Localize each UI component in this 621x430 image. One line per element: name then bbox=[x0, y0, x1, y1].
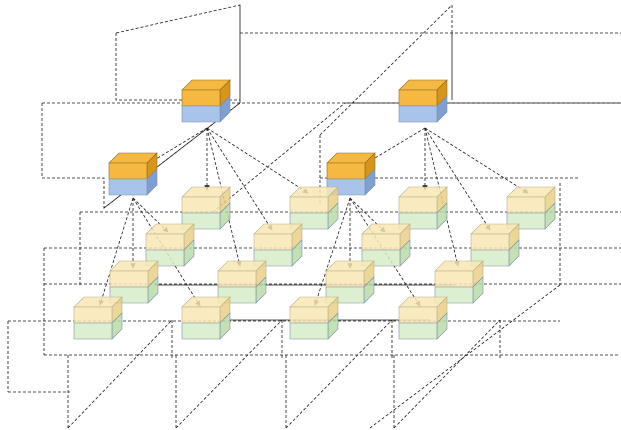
node-cube bbox=[145, 223, 195, 267]
controller-cube bbox=[181, 79, 231, 123]
edge bbox=[313, 197, 351, 306]
edge bbox=[349, 197, 421, 307]
edge bbox=[98, 197, 134, 306]
node-cube bbox=[361, 223, 411, 267]
node-cube bbox=[181, 296, 231, 340]
plane-floor-1 bbox=[43, 247, 621, 356]
plane-diag-long bbox=[103, 102, 346, 213]
node-cube bbox=[434, 260, 484, 304]
node-cube bbox=[253, 223, 303, 267]
node-cube bbox=[289, 186, 339, 230]
edge bbox=[424, 127, 491, 231]
controller-cube bbox=[108, 152, 158, 196]
node-cube bbox=[289, 296, 339, 340]
edge bbox=[206, 127, 273, 231]
node-cube bbox=[398, 296, 448, 340]
node-cube bbox=[470, 223, 520, 267]
edge bbox=[132, 197, 201, 307]
node-cube bbox=[398, 186, 448, 230]
controller-cube bbox=[326, 152, 376, 196]
node-cube bbox=[73, 296, 123, 340]
node-cube bbox=[325, 260, 375, 304]
edge bbox=[424, 127, 529, 194]
plane-mid-right bbox=[319, 135, 580, 205]
plane-top-right bbox=[319, 4, 453, 136]
plane-floor-4 bbox=[67, 319, 501, 429]
node-cube bbox=[181, 186, 231, 230]
edge bbox=[206, 127, 309, 194]
cube-layer bbox=[73, 79, 556, 340]
controller-cube bbox=[398, 79, 448, 123]
plane-top-large bbox=[115, 4, 621, 103]
node-cube bbox=[506, 186, 556, 230]
plane-floor-5 bbox=[130, 320, 620, 360]
node-cube bbox=[109, 260, 159, 304]
